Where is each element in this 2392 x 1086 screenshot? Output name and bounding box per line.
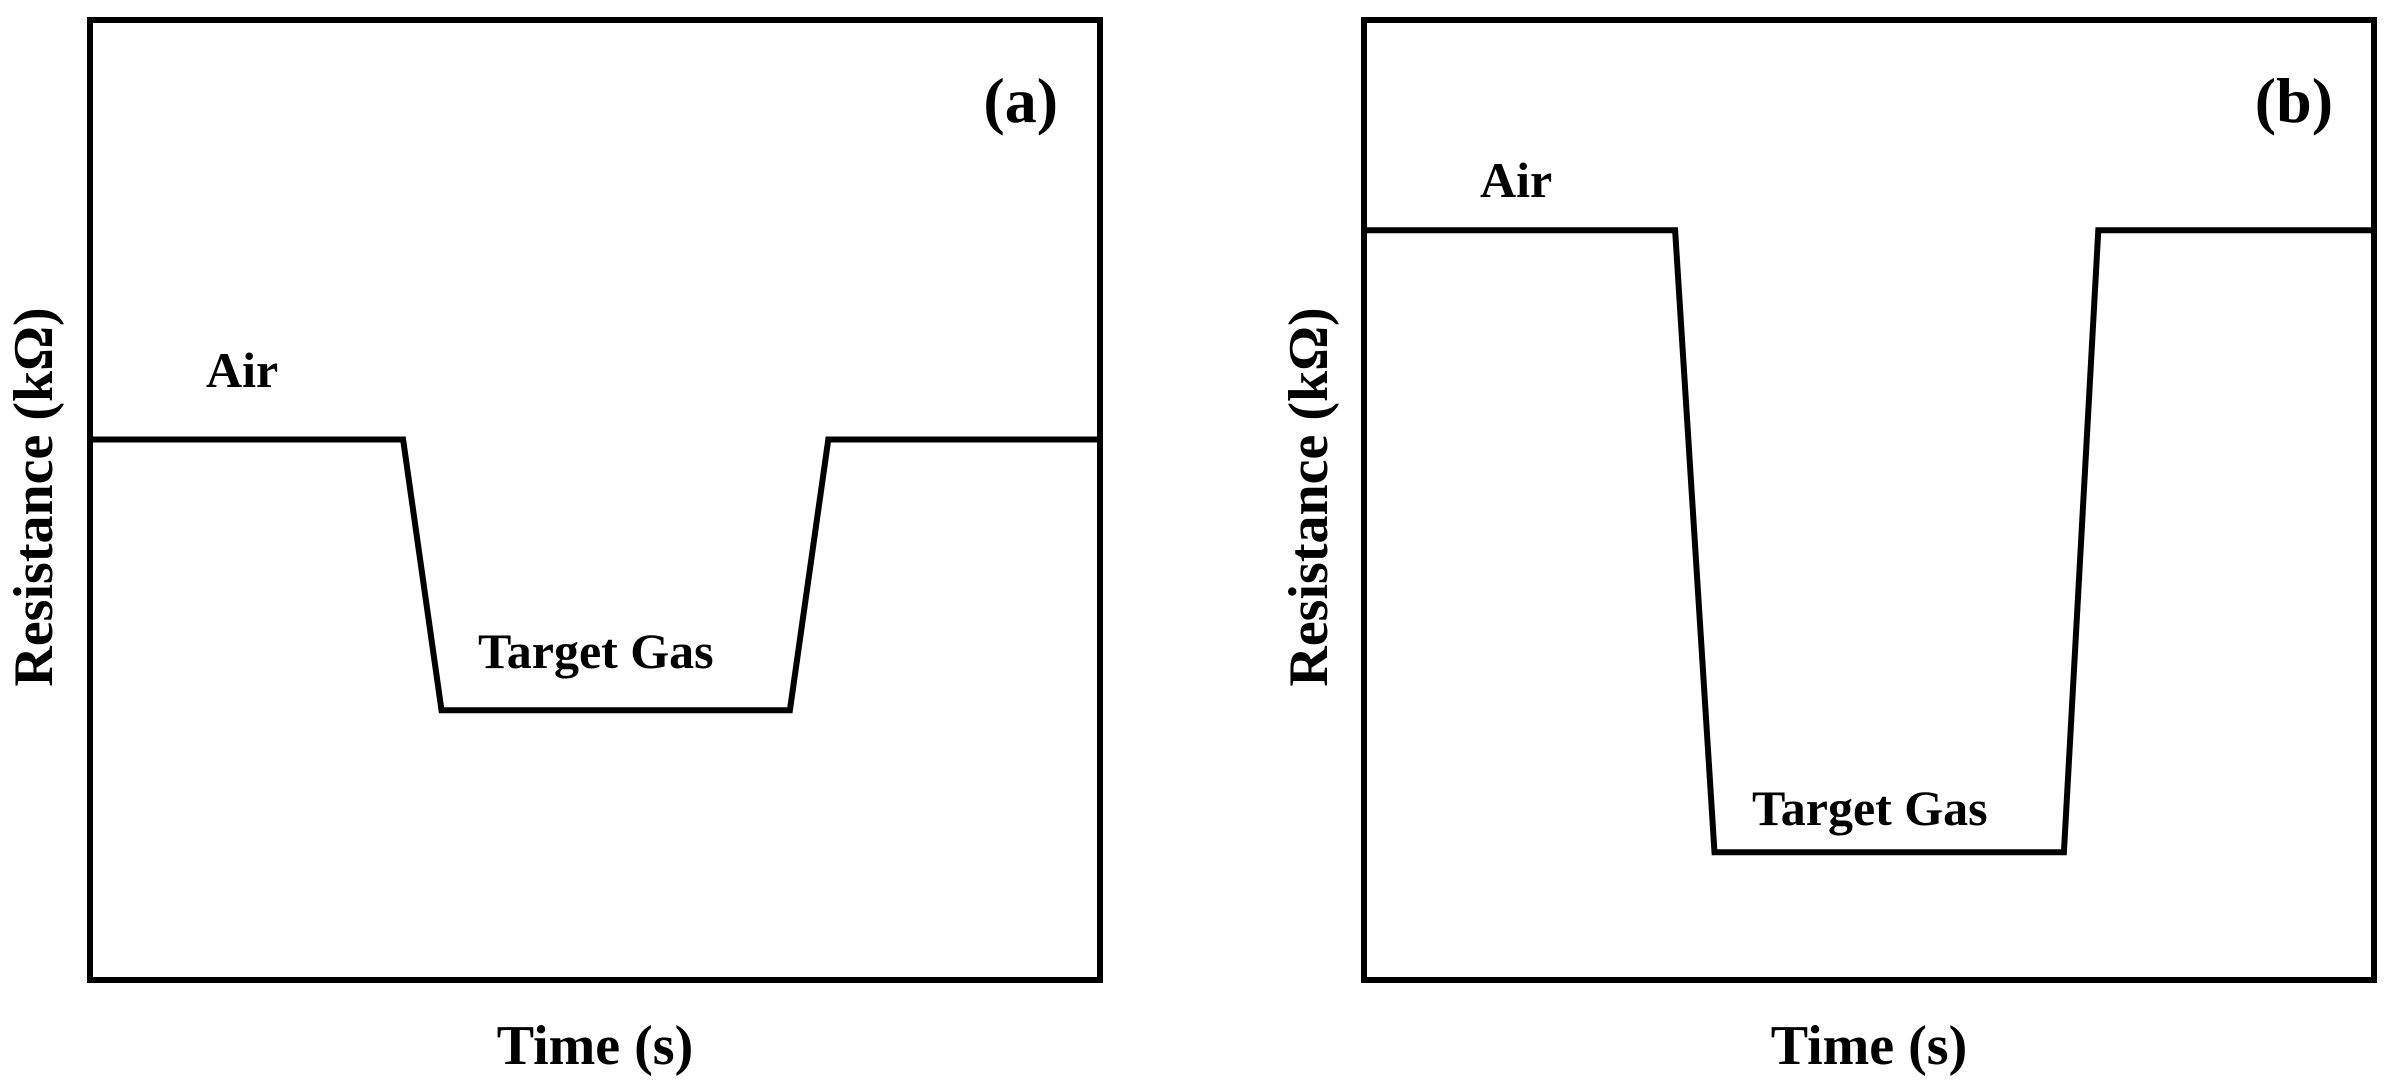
y-axis-label: Resistance (kΩ): [3, 307, 65, 686]
annotation-target-gas: Target Gas: [1752, 780, 1988, 836]
panel-a: (a) Air Target Gas Time (s) Resistance (…: [3, 17, 1103, 1077]
annotation-air: Air: [206, 342, 278, 398]
series-line: [90, 436, 1100, 714]
annotation-target-gas: Target Gas: [478, 623, 714, 679]
panel-label: (a): [983, 65, 1058, 136]
plot-frame: [87, 17, 1103, 983]
series-line: [1364, 227, 2374, 856]
panel-label: (b): [2255, 65, 2333, 136]
plot-frame: [1361, 17, 2377, 983]
x-axis-label: Time (s): [1771, 1015, 1968, 1077]
x-axis-label: Time (s): [497, 1015, 694, 1077]
annotation-air: Air: [1480, 152, 1552, 208]
panel-b: (b) Air Target Gas Time (s) Resistance (…: [1278, 17, 2377, 1077]
y-axis-label: Resistance (kΩ): [1278, 307, 1340, 686]
